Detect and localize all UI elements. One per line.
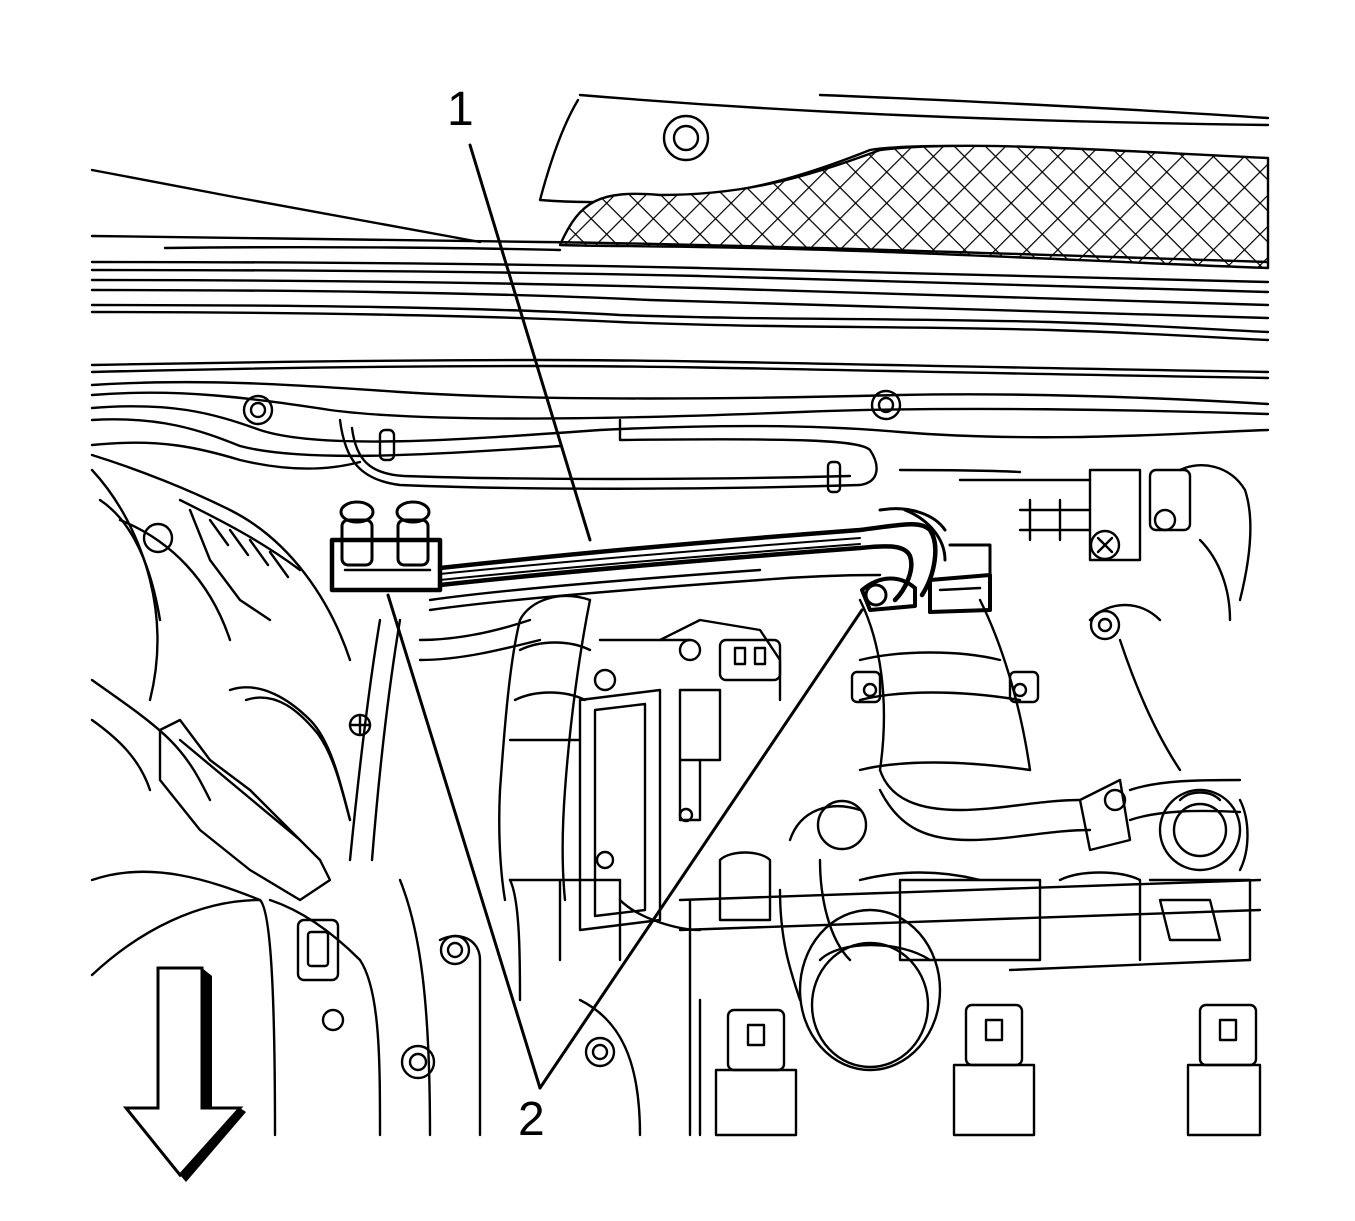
hose-connector-right (860, 543, 992, 614)
callout-leaders (386, 143, 864, 1090)
center-pipes (348, 568, 882, 932)
panel-bolt-left (242, 394, 274, 426)
panel-lines (90, 168, 1270, 470)
hose-connector-left (329, 500, 443, 593)
ignition-coil-connector (714, 1008, 798, 1137)
callout-2-leader-right (538, 608, 864, 1090)
cowl-tray (338, 418, 878, 494)
callout-label-1: 1 (447, 83, 474, 136)
hose-assembly (329, 500, 992, 614)
ignition-coil-connector (952, 1003, 1036, 1137)
engine-block-left (398, 878, 702, 1137)
oil-filler-cap (798, 908, 942, 1072)
engine-block-right (678, 463, 1262, 1137)
callout-label-2: 2 (518, 1093, 545, 1146)
cowl-mesh-grille (558, 144, 1270, 270)
down-arrow-icon (122, 966, 246, 1182)
left-components (90, 453, 382, 1137)
cowl-panel (538, 93, 1270, 270)
cowl-bolt (662, 114, 710, 162)
ignition-coil-connector (1186, 1003, 1262, 1137)
callout-1-leader (468, 143, 592, 542)
panel-bolt-right (870, 389, 902, 421)
callout-2-leader-left (386, 593, 542, 1090)
